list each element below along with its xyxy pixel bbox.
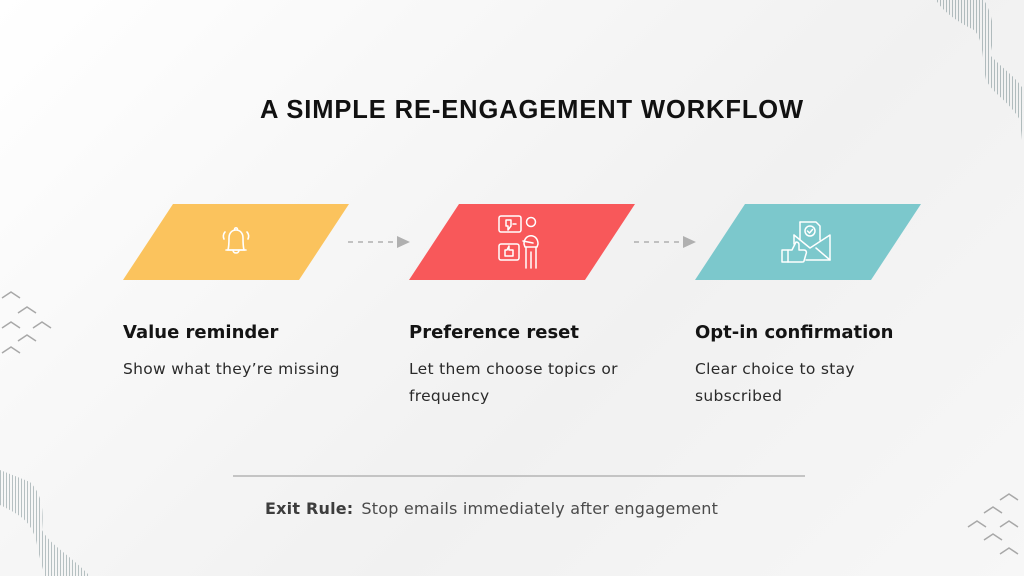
- step-1-description: Show what they’re missing: [123, 360, 340, 378]
- step-2-shape: [409, 204, 635, 280]
- step-3-shape: [695, 204, 921, 280]
- divider: [233, 475, 805, 477]
- dashed-arrow-1: [348, 236, 410, 248]
- step-1-shape: [123, 204, 349, 280]
- ribbon-decoration-top-right: [936, 0, 1024, 160]
- step-2-title: Preference reset: [409, 322, 579, 343]
- step-2-description: Let them choose topics or frequency: [409, 360, 618, 405]
- exit-rule-label: Exit Rule:: [265, 499, 354, 518]
- feedback-person-icon: [498, 215, 539, 269]
- exit-rule-text: Stop emails immediately after engagement: [361, 499, 719, 518]
- page-title: A SIMPLE RE-ENGAGEMENT WORKFLOW: [259, 96, 804, 124]
- chevron-pattern-left-icon: [1, 291, 52, 354]
- ribbon-decoration-bottom-left: [0, 470, 90, 576]
- bell-icon: [222, 226, 250, 254]
- step-3-description: Clear choice to stay subscribed: [695, 360, 855, 405]
- step-3-title: Opt-in confirmation: [695, 322, 894, 343]
- envelope-thumbs-up-icon: [781, 221, 831, 263]
- dashed-arrow-2: [634, 236, 696, 248]
- exit-rule: Exit Rule: Stop emails immediately after …: [265, 499, 718, 518]
- chevron-pattern-right-icon: [967, 493, 1019, 555]
- step-1-title: Value reminder: [123, 322, 279, 343]
